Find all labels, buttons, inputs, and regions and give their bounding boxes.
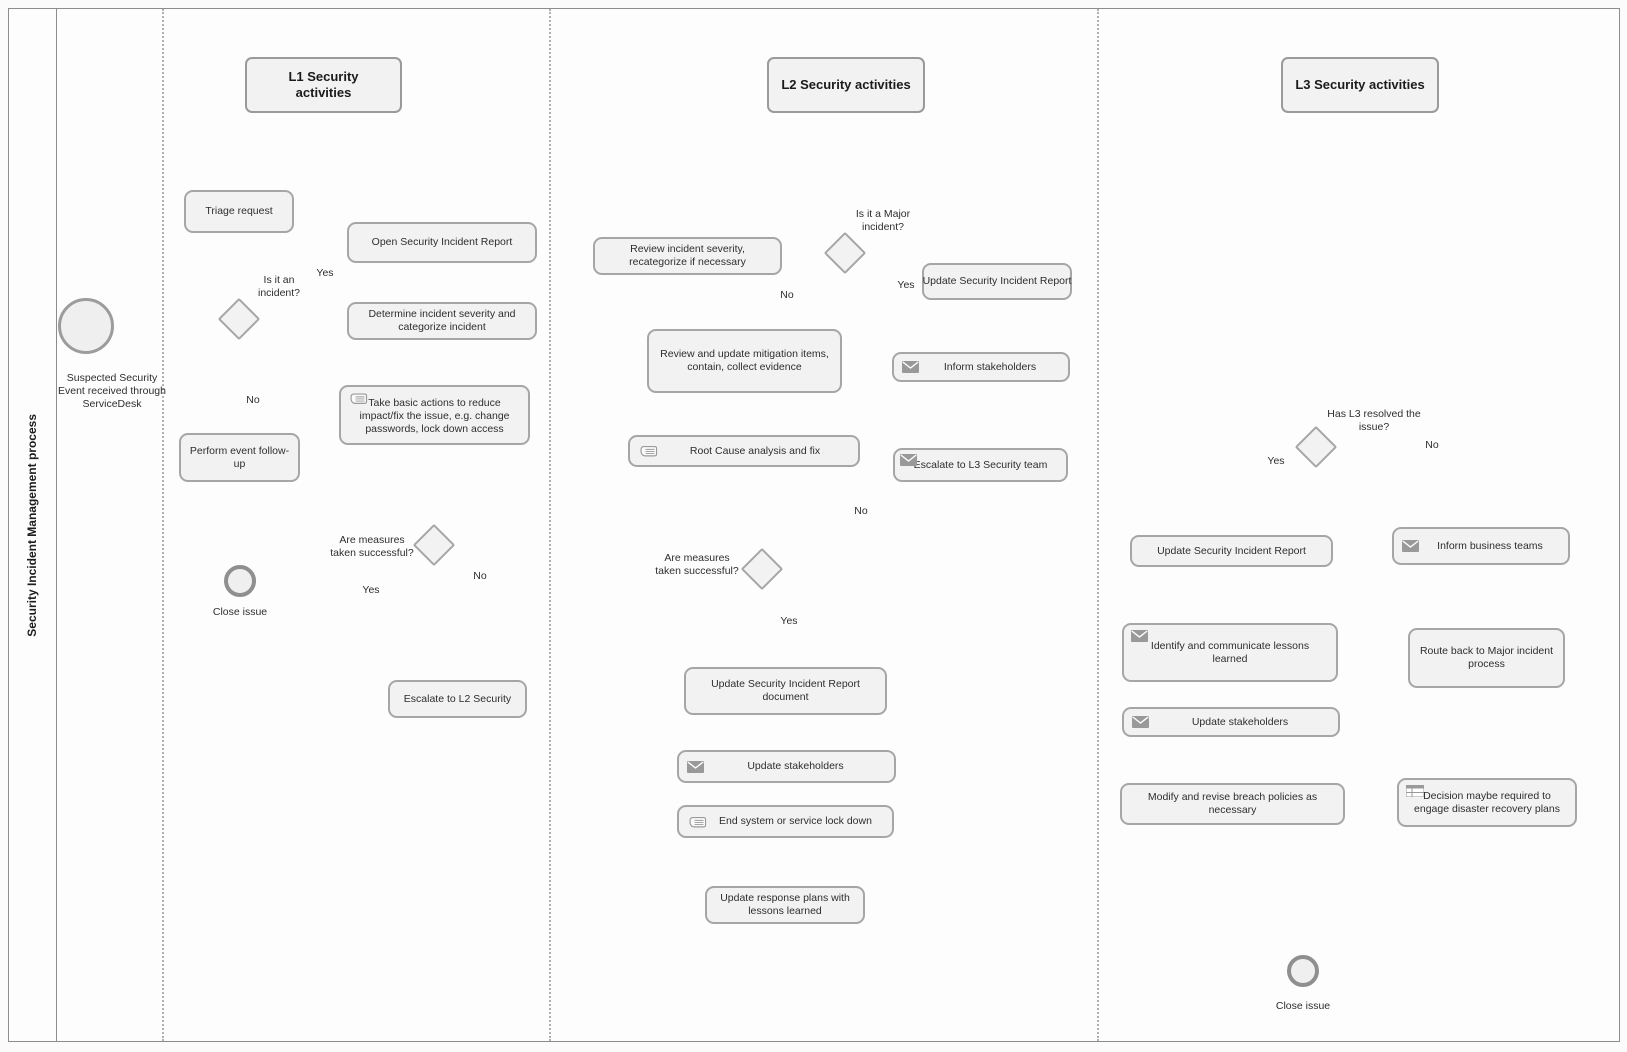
task-label: Open Security Incident Report	[371, 236, 513, 248]
task-label: Escalate to L3 Security team	[913, 458, 1048, 471]
task-root-cause: Root Cause analysis and fix	[628, 435, 860, 467]
start-event	[58, 298, 114, 354]
edge-label-no-measures-l2: No	[854, 505, 868, 517]
task-review-severity: Review incident severity, recategorize i…	[593, 237, 782, 275]
gateway-measures-l1-question: Are measures taken successful?	[330, 534, 414, 559]
start-event-label: Suspected Security Event received throug…	[58, 372, 166, 410]
lane-header-l3: L3 Security activities	[1281, 57, 1439, 113]
task-label: Review incident severity, recategorize i…	[629, 243, 746, 268]
message-envelope-icon	[1131, 630, 1148, 642]
business-rule-table-icon	[1405, 784, 1425, 798]
pool-label: Security Incident Management process	[25, 413, 39, 637]
task-label: Take basic actions to reduce impact/fix …	[359, 397, 510, 435]
end-event-l1	[224, 565, 256, 597]
task-modify-policies: Modify and revise breach policies as nec…	[1120, 783, 1345, 825]
task-label: Update response plans with lessons learn…	[720, 892, 850, 917]
task-update-report-doc: Update Security Incident Report document	[684, 667, 887, 715]
message-envelope-icon	[687, 760, 704, 773]
manual-hand-icon	[638, 445, 658, 458]
task-decision-disaster-recovery: Decision maybe required to engage disast…	[1397, 778, 1577, 827]
lane-header-l3-label: L3 Security activities	[1295, 77, 1425, 92]
task-label: Update Security Incident Report document	[711, 678, 860, 703]
edge-label-no-resolved: No	[1425, 439, 1439, 451]
edge-label-no-major: No	[780, 289, 794, 301]
end-event-l1-label: Close issue	[212, 606, 268, 618]
end-event-l3-label: Close issue	[1275, 1000, 1331, 1012]
task-escalate-l2: Escalate to L2 Security	[388, 680, 527, 718]
task-take-basic-actions: Take basic actions to reduce impact/fix …	[339, 385, 530, 445]
manual-hand-icon	[348, 392, 368, 405]
task-update-response-plans: Update response plans with lessons learn…	[705, 886, 865, 924]
lane-header-l1: L1 Security activities	[245, 57, 402, 113]
lane-divider-2	[549, 9, 551, 1041]
task-label: Decision maybe required to engage disast…	[1414, 789, 1560, 815]
gateway-is-major-question: Is it a Major incident?	[855, 208, 911, 233]
message-envelope-icon	[900, 454, 917, 466]
task-label: Triage request	[205, 205, 273, 217]
task-label: Identify and communicate lessons learned	[1150, 639, 1310, 665]
task-inform-business: Inform business teams	[1392, 527, 1570, 565]
task-label: Update stakeholders	[747, 760, 844, 772]
pool-border	[8, 8, 1620, 1042]
end-event-l3	[1287, 955, 1319, 987]
pool-label-strip: Security Incident Management process	[8, 8, 57, 1042]
task-label: Escalate to L2 Security	[403, 692, 512, 705]
lane-header-l2: L2 Security activities	[767, 57, 925, 113]
edge-label-yes-major: Yes	[897, 279, 915, 291]
edge-label-yes-resolved: Yes	[1267, 455, 1285, 467]
edge-label-yes-incident: Yes	[316, 267, 334, 279]
task-label: Inform business teams	[1437, 539, 1543, 552]
message-envelope-icon	[902, 361, 919, 373]
gateway-l3-resolved-question: Has L3 resolved the issue?	[1327, 408, 1421, 433]
lane-divider-1	[162, 9, 164, 1041]
lane-header-l2-label: L2 Security activities	[781, 77, 911, 92]
task-end-lockdown: End system or service lock down	[677, 805, 894, 838]
gateway-is-it-an-incident-question: Is it an incident?	[257, 274, 301, 299]
task-inform-stakeholders: Inform stakeholders	[892, 352, 1070, 382]
edge-label-no-measures-l1: No	[473, 570, 487, 582]
task-label: Route back to Major incident process	[1419, 645, 1554, 670]
task-label: Update Security Incident Report	[1157, 544, 1306, 557]
task-update-report-l2: Update Security Incident Report	[922, 263, 1072, 300]
task-identify-lessons: Identify and communicate lessons learned	[1122, 623, 1338, 682]
gateway-measures-l2-question: Are measures taken successful?	[655, 552, 739, 577]
lane-divider-3	[1097, 9, 1099, 1041]
task-route-major: Route back to Major incident process	[1408, 628, 1565, 688]
task-label: Update Security Incident Report	[922, 275, 1072, 287]
message-envelope-icon	[1132, 716, 1149, 728]
task-triage-request: Triage request	[184, 190, 294, 233]
lane-header-l1-label: L1 Security activities	[288, 69, 359, 100]
task-label: Modify and revise breach policies as nec…	[1147, 791, 1318, 816]
task-label: Root Cause analysis and fix	[689, 444, 821, 457]
edge-label-no-incident: No	[246, 394, 260, 406]
task-label: Review and update mitigation items, cont…	[660, 348, 829, 373]
task-escalate-l3: Escalate to L3 Security team	[893, 448, 1068, 482]
edge-label-yes-measures-l2: Yes	[780, 615, 798, 627]
message-envelope-icon	[1402, 540, 1419, 552]
manual-hand-icon	[687, 815, 707, 828]
edge-label-yes-measures-l1: Yes	[362, 584, 380, 596]
task-determine-severity: Determine incident severity and categori…	[347, 302, 537, 340]
task-update-report-l3: Update Security Incident Report	[1130, 535, 1333, 567]
task-perform-follow-up: Perform event follow-up	[179, 433, 300, 482]
task-label: Perform event follow-up	[189, 444, 290, 470]
task-label: Update stakeholders	[1191, 715, 1289, 728]
task-review-mitigation: Review and update mitigation items, cont…	[647, 329, 842, 393]
task-label: Determine incident severity and categori…	[368, 308, 516, 333]
task-label: End system or service lock down	[719, 815, 872, 827]
task-open-incident-report: Open Security Incident Report	[347, 222, 537, 263]
task-label: Inform stakeholders	[943, 360, 1037, 373]
task-update-stakeholders-l2: Update stakeholders	[677, 750, 896, 783]
task-update-stakeholders-l3: Update stakeholders	[1122, 707, 1340, 737]
